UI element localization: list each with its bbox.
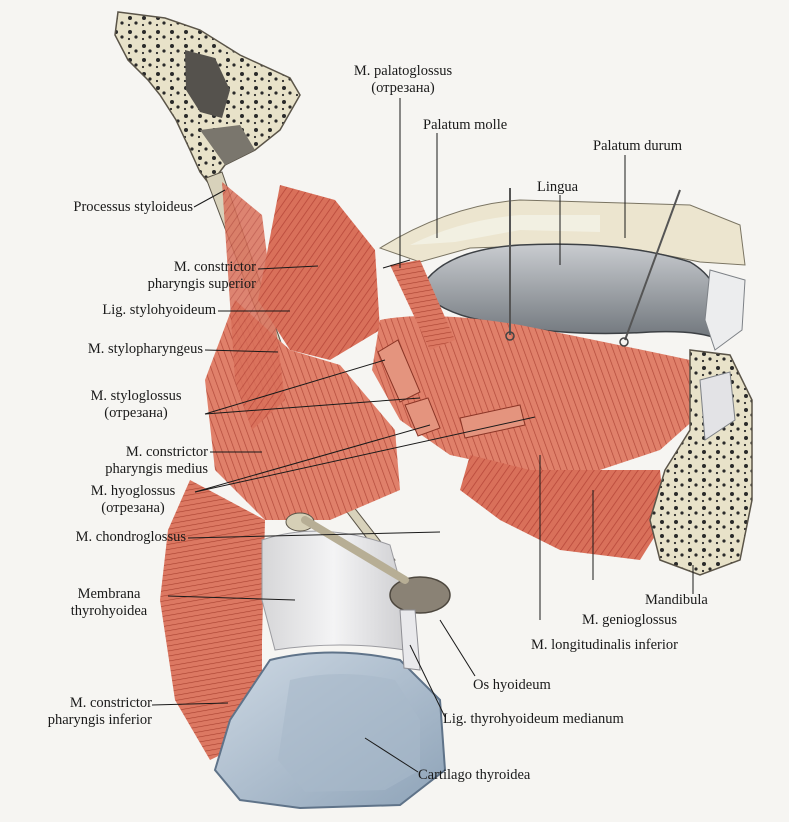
mandible-tooth [704, 269, 746, 351]
leader-os-hyoideum [439, 619, 476, 677]
leader-lines [151, 98, 694, 773]
label-palatum-molle: Palatum molle [423, 117, 508, 133]
label-styloglossus: M. styloglossus(отрезана) [90, 388, 182, 421]
label-os-hyoideum: Os hyoideum [473, 677, 551, 693]
leader-styloglossus [204, 359, 386, 415]
label-longitudinalis-inferior: M. longitudinalis inferior [531, 637, 678, 653]
label-genioglossus: M. genioglossus [582, 612, 678, 628]
pin-palatum [624, 189, 681, 341]
label-lingua: Lingua [537, 179, 579, 195]
leader-processus-styloideus [193, 189, 226, 208]
palatoglossus [390, 260, 455, 350]
leader-constrictor-superior [257, 265, 319, 270]
label-chondroglossus: M. chondroglossus [75, 529, 186, 545]
genioglossus [460, 455, 665, 560]
leader-hyoglossus [194, 424, 431, 493]
median-thyrohyoid-ligament [399, 609, 421, 671]
label-lig-stylohyoideum: Lig. stylohyoideum [102, 302, 216, 318]
thyrohyoid-membrane [261, 530, 406, 651]
leader-cartilago [364, 737, 419, 773]
constrictor-superior [258, 185, 380, 360]
constrictor-inferior [160, 480, 265, 760]
hyoglossus-cut [404, 397, 441, 437]
leader-chondroglossus [187, 531, 441, 539]
hyoid-bone [389, 576, 451, 614]
label-processus-styloideus: Processus styloideus [73, 199, 193, 215]
label-stylopharyngeus: M. stylopharyngeus [87, 341, 203, 357]
leader-constrictor-inferior [151, 702, 229, 706]
label-hyoglossus: M. hyoglossus(отрезана) [90, 483, 176, 516]
label-lig-thyrohyoideum-medianum: Lig. thyrohyoideum medianum [443, 711, 624, 727]
label-palatum-durum: Palatum durum [593, 138, 683, 154]
label-mandibula: Mandibula [645, 592, 708, 608]
leader-lig-thyrohyoideum [409, 644, 446, 718]
leader-membrana [167, 595, 296, 601]
tongue-body [372, 316, 705, 470]
palate-mucosa [410, 215, 600, 245]
stylopharyngeus [222, 182, 285, 430]
label-palatoglossus: M. palatoglossus(отрезана) [353, 63, 453, 96]
styloglossus-cut [377, 339, 421, 403]
temporal-bone-dark [185, 50, 230, 118]
leader-stylopharyngeus [204, 349, 279, 353]
label-cartilago-thyroidea: Cartilago thyroidea [418, 767, 531, 783]
